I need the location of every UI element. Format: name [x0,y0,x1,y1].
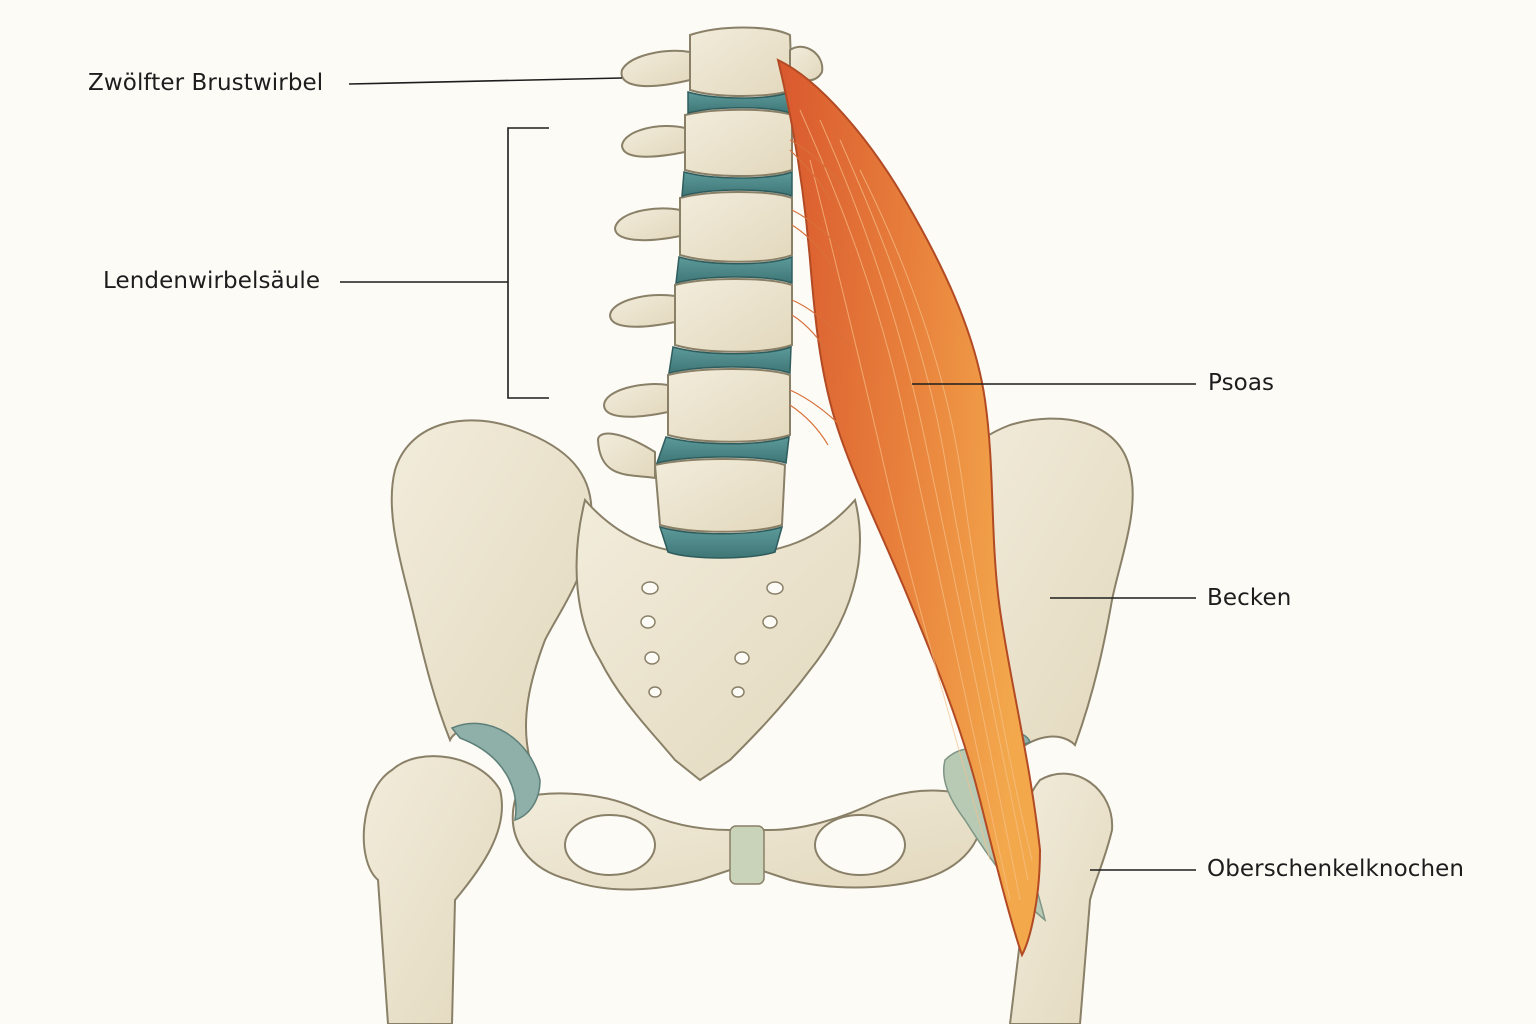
label-pelvis: Becken [1207,585,1292,611]
intervertebral-discs [655,90,793,559]
label-t12: Zwölfter Brustwirbel [88,70,324,96]
vertebra-l2 [679,191,793,263]
vertebral-column [596,26,824,533]
disc-l5-s1 [658,525,784,559]
sacral-foramina [640,581,784,698]
vertebra-l5 [653,458,787,533]
label-lumbar-spine: Lendenwirbelsäule [103,268,321,294]
left-hip-joint-cartilage [450,722,541,822]
leader-lines [340,77,1196,871]
pubic-symphysis [729,825,765,885]
vertebra-l3 [674,278,793,353]
leader-t12 [348,77,623,85]
psoas-muscle [776,58,1042,958]
disc-l1-l2 [681,170,793,198]
disc-l4-l5 [655,435,790,465]
left-ilium [390,419,593,764]
vertebra-t12 [689,26,794,97]
label-psoas: Psoas [1208,370,1275,396]
vertebra-l4 [667,368,791,443]
obturator-foramina [564,814,906,876]
label-femur: Oberschenkelknochen [1207,856,1465,882]
left-femur [362,755,503,1024]
disc-l3-l4 [668,345,792,375]
lumbar-bracket [507,127,549,399]
vertebra-l1 [684,108,793,177]
disc-l2-l3 [675,255,793,285]
